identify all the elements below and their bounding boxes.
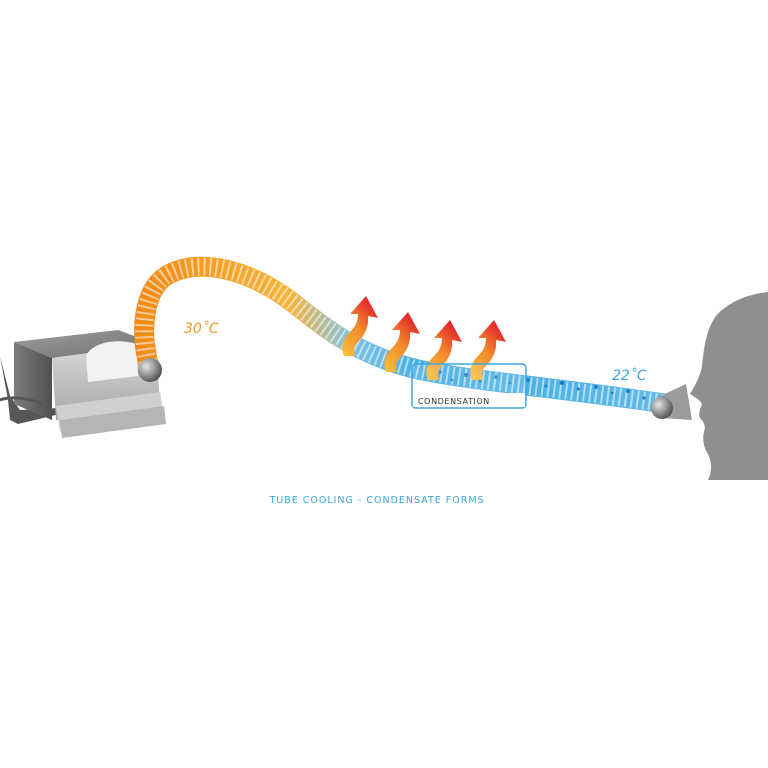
hot-temperature-label: 30˚C bbox=[184, 320, 219, 337]
diagram-caption: TUBE COOLING - CONDENSATE FORMS bbox=[268, 495, 484, 506]
condensation-label: CONDENSATION bbox=[418, 397, 490, 406]
condensation-callout: CONDENSATION bbox=[411, 363, 527, 409]
person-silhouette-icon bbox=[690, 292, 768, 480]
cool-temperature-label: 22˚C bbox=[612, 367, 647, 384]
condensation-droplets bbox=[438, 370, 646, 400]
cpap-machine-icon bbox=[0, 330, 166, 438]
machine-connector bbox=[138, 358, 162, 382]
mask-connector bbox=[651, 384, 692, 420]
